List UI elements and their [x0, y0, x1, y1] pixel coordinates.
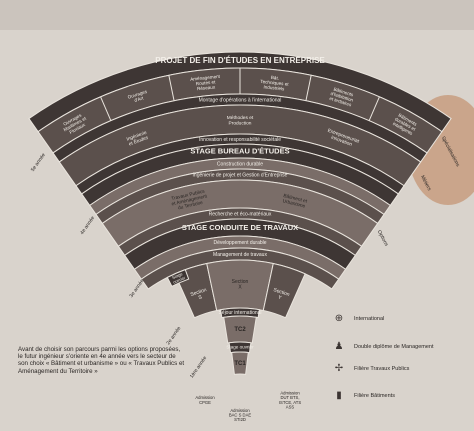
pfe-divider — [168, 75, 175, 101]
section-s-label: SectionS — [190, 287, 210, 303]
band-be-label: STAGE BUREAU D'ÉTUDES — [190, 147, 289, 156]
construction-label: Construction durable — [217, 161, 263, 167]
recherche-label: Recherche et éco-matériaux — [209, 211, 272, 217]
legend-item: ⊕ International — [333, 313, 384, 325]
montage-label: Montage d'opérations à l'international — [199, 97, 282, 103]
management-label: Management de travaux — [213, 252, 267, 258]
legend-item: ♟ Double diplôme de Management — [333, 341, 434, 353]
sejour-label: Séjour international — [218, 310, 261, 316]
wind-turbine-icon: ✢ — [334, 363, 344, 374]
band-ct-label: STAGE CONDUITE DE TRAVAUX — [182, 223, 298, 232]
pfe-divider — [305, 75, 312, 101]
stage-ouvrier-label: Stageouvrier — [170, 271, 186, 285]
innovation-label: Innovation et responsabilité sociétale — [199, 137, 281, 143]
pfe-item-label: Bâtimentsd'habitationet tertiaires — [328, 86, 355, 108]
legend-label: Double diplôme de Management — [354, 344, 434, 350]
pfe-item-label: Ouvragesd'Art — [127, 89, 150, 105]
fan-bands — [28, 51, 452, 375]
globe-icon: ⊕ — [334, 313, 344, 324]
tc1-band — [231, 351, 249, 375]
pfe-item-label: AménagementRoutes etRéseaux — [190, 74, 222, 92]
legend-item: ▮ Filière Bâtiments — [333, 390, 395, 402]
person-icon: ♟ — [334, 341, 344, 352]
pfe-divider — [368, 96, 380, 121]
description-text: Avant de choisir son parcours parmi les … — [18, 346, 185, 375]
legend-label: International — [354, 316, 385, 322]
batiment-label: Bâtiment etUrbanisme — [281, 193, 308, 210]
pfe-divider — [100, 96, 112, 121]
legend-item: ✢ Filière Travaux Publics — [333, 363, 410, 375]
stage-ouvrier2-label: Stage ouvrier — [226, 345, 254, 350]
section-y — [262, 262, 306, 319]
top-strip — [0, 0, 474, 30]
section-y-label: SectionY — [271, 287, 291, 303]
legend-label: Filière Travaux Publics — [354, 366, 410, 372]
tc2-label: TC2 — [234, 327, 246, 333]
dev-durable-label: Développement durable — [213, 240, 266, 246]
band-pfe-label: PROJET DE FIN D'ÉTUDES EN ENTREPRISE — [155, 56, 325, 65]
building-icon: ▮ — [336, 390, 342, 401]
tc1-label: TC1 — [234, 361, 246, 367]
legend-label: Filière Bâtiments — [354, 393, 395, 399]
pfe-item-label: Bât.Techniques etIndustriels — [260, 74, 290, 92]
stage-ouvrier-box — [166, 269, 190, 288]
ingenierie-label: Ingénierie de projet et Gestion d'Entrep… — [193, 172, 288, 178]
